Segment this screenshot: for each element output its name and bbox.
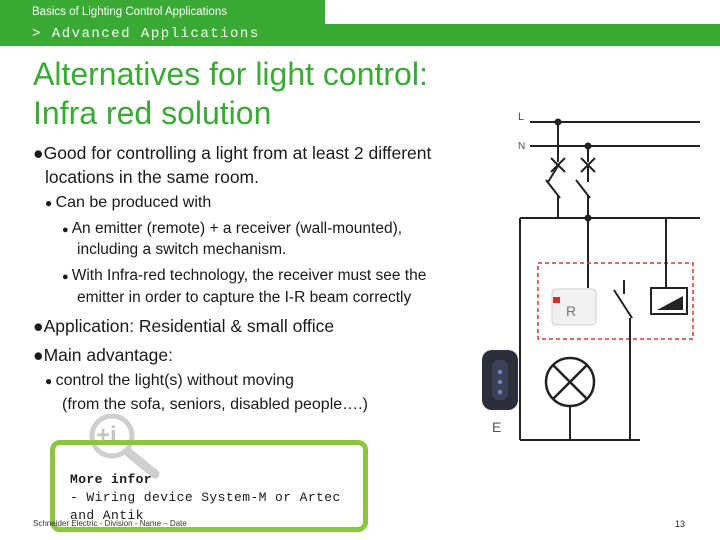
more-info-line2: and Antik — [70, 508, 144, 523]
bullet-1-sub-text: Can be produced with — [55, 194, 212, 211]
section-title: Basics of Lighting Control Applications — [32, 6, 227, 18]
subsection-title: > Advanced Applications — [32, 26, 260, 42]
more-info-line1: - Wiring device System-M or Artec — [70, 490, 341, 505]
label-n: N — [518, 141, 526, 152]
receiver-dashed-box — [537, 262, 694, 340]
bullet-2-text: Application: Residential & small office — [43, 316, 335, 336]
bullet-1-sub-a-line2: including a switch mechanism. — [77, 241, 287, 258]
bullet-3: ●Main advantage: — [33, 345, 173, 365]
receiver-switch-blade — [613, 289, 633, 319]
more-info-heading: More infor — [70, 472, 153, 487]
remote-control-icon — [482, 350, 518, 410]
bullet-1-line2: locations in the same room. — [45, 167, 259, 187]
bullet-1-sub: ● Can be produced with — [45, 194, 212, 211]
footer-text: Schneider Electric - Division - Name – D… — [33, 519, 187, 528]
section-header-bar — [0, 0, 325, 24]
bullet-3-text: Main advantage: — [43, 345, 173, 365]
bullet-3-sub: ● control the light(s) without moving — [45, 372, 294, 389]
receiver-led — [553, 297, 560, 303]
bullet-1-sub-b-line2: emitter in order to capture the I-R beam… — [77, 289, 412, 306]
label-e: E — [492, 419, 502, 435]
bullet-3-sub-line1: control the light(s) without moving — [55, 372, 294, 389]
more-info-box — [50, 440, 368, 532]
bullet-3-sub-line2: (from the sofa, seniors, disabled people… — [62, 396, 368, 413]
bullet-1-sub-a-line1: An emitter (remote) + a receiver (wall-m… — [71, 220, 403, 237]
bullet-1: ●Good for controlling a light from at le… — [33, 143, 432, 163]
bullet-1-sub-b-line1: With Infra-red technology, the receiver … — [71, 267, 427, 284]
switch-blade-2 — [575, 179, 591, 199]
slide-title-line2: Infra red solution — [33, 95, 272, 131]
switch-blade-1 — [545, 179, 561, 199]
bullet-1-line1: Good for controlling a light from at lea… — [43, 143, 432, 163]
contact-x-2 — [580, 157, 596, 173]
subsection-bar — [0, 24, 720, 46]
slide-title: Alternatives for light control: Infra re… — [33, 55, 533, 133]
bullet-1-sub-b: ● With Infra-red technology, the receive… — [62, 267, 427, 284]
info-magnifier-icon — [89, 413, 160, 479]
label-r: R — [566, 303, 577, 319]
bullet-2: ●Application: Residential & small office — [33, 316, 335, 336]
label-l: L — [518, 111, 525, 123]
contact-x-1 — [550, 157, 566, 173]
slide-title-line1: Alternatives for light control: — [33, 56, 428, 92]
relay-symbol — [650, 287, 688, 315]
receiver-device — [551, 288, 597, 326]
page-number: 13 — [675, 519, 686, 529]
bullet-1-sub-a: ● An emitter (remote) + a receiver (wall… — [62, 220, 403, 237]
